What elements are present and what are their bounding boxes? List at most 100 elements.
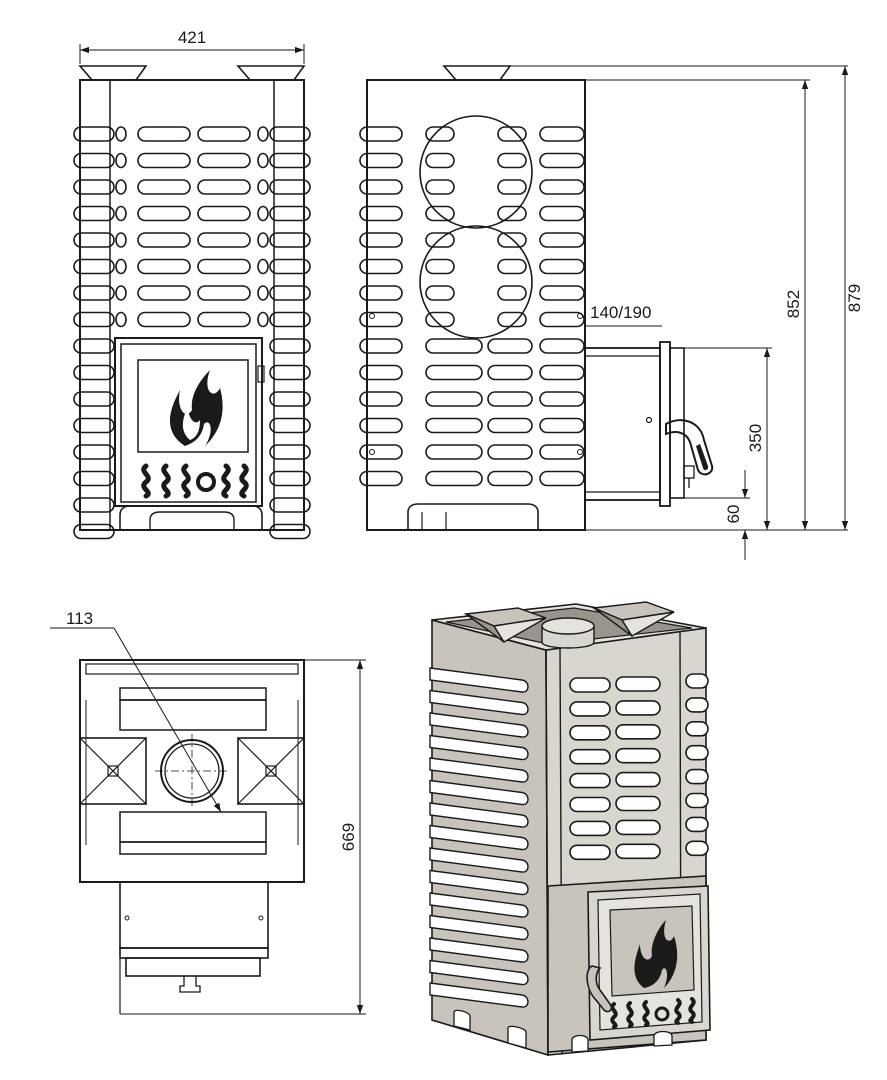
slot-cutout xyxy=(257,152,269,169)
slot-cutout xyxy=(569,724,611,741)
iso-slat xyxy=(429,847,529,873)
stone-tray-side xyxy=(442,65,512,81)
slot-cutout xyxy=(73,179,115,195)
fire-tunnel-side xyxy=(584,341,714,507)
slot-cutout xyxy=(257,205,269,222)
slot-cutout xyxy=(539,285,585,301)
iso-slat xyxy=(429,982,529,1008)
slot-cutout xyxy=(497,152,527,169)
slot-cutout xyxy=(269,258,311,275)
slot-cutout xyxy=(569,677,611,693)
iso-slat xyxy=(429,959,529,986)
slot-cutout xyxy=(197,232,251,248)
slot-cutout xyxy=(615,723,661,740)
slot-cutout xyxy=(115,205,127,222)
stone-tray-left xyxy=(78,65,148,81)
slot-cutout xyxy=(73,311,115,328)
slot-cutout xyxy=(569,748,611,765)
slot-cutout xyxy=(487,417,533,434)
width-dimension-label: 421 xyxy=(178,28,206,47)
slot-cutout xyxy=(539,444,585,460)
slot-cutout xyxy=(269,497,311,513)
stone-tray-right xyxy=(236,65,306,81)
iso-slat xyxy=(429,712,529,738)
slot-cutout xyxy=(539,470,585,487)
iso-slat xyxy=(429,914,529,941)
slot-cutout xyxy=(539,126,585,142)
slot-cutout xyxy=(487,444,533,460)
slot-cutout xyxy=(269,285,311,301)
stone-tray-iso-left xyxy=(463,607,547,643)
slot-cutout xyxy=(425,364,483,381)
slot-cutout xyxy=(269,152,311,169)
slot-cutout xyxy=(269,364,311,381)
slot-cutout xyxy=(425,391,483,407)
iso-slat xyxy=(429,779,529,806)
slot-cutout xyxy=(539,205,585,222)
slot-cutout xyxy=(137,152,191,169)
slot-cutout xyxy=(425,205,455,222)
slot-cutout xyxy=(115,232,127,248)
slot-cutout xyxy=(425,126,455,142)
slot-cutout xyxy=(257,179,269,195)
slot-cutout xyxy=(197,126,251,142)
slot-cutout xyxy=(539,179,585,195)
slot-cutout xyxy=(115,179,127,195)
slot-cutout xyxy=(73,258,115,275)
slot-cutout xyxy=(615,700,661,716)
slot-cutout xyxy=(569,796,611,813)
slot-cutout xyxy=(425,285,455,301)
door-offset-dimension-label: 140/190 xyxy=(590,303,651,322)
front-view: 421 xyxy=(73,28,311,540)
front-side-slots xyxy=(73,126,311,540)
slot-cutout xyxy=(359,126,403,142)
slot-cutout xyxy=(487,364,533,381)
total-height-dimension-label: 879 xyxy=(845,284,864,312)
slot-cutout xyxy=(685,673,709,689)
slot-cutout xyxy=(269,391,311,407)
slot-cutout xyxy=(685,697,709,713)
slot-cutout xyxy=(137,258,191,275)
slot-cutout xyxy=(359,152,403,169)
slot-cutout xyxy=(269,205,311,222)
slot-cutout xyxy=(115,285,127,301)
vent-slots-icon-iso xyxy=(610,997,696,1029)
slot-cutout xyxy=(685,816,709,833)
slot-cutout xyxy=(257,126,269,142)
top-view: 113 669 xyxy=(50,609,366,1015)
slot-cutout xyxy=(115,258,127,275)
iso-slat xyxy=(429,802,529,828)
slot-cutout xyxy=(269,179,311,195)
slot-cutout xyxy=(137,126,191,142)
body-height-dimension-label: 852 xyxy=(784,290,803,318)
slot-cutout xyxy=(137,205,191,222)
slot-cutout xyxy=(539,417,585,434)
slot-cutout xyxy=(257,285,269,301)
top-fire-tunnel xyxy=(119,881,269,949)
slot-cutout xyxy=(497,179,527,195)
slot-cutout xyxy=(197,179,251,195)
chimney-diameter-dimension-label: 113 xyxy=(66,609,93,628)
iso-slat xyxy=(429,937,529,963)
depth-dimension-label: 669 xyxy=(339,823,358,851)
slot-cutout xyxy=(115,152,127,169)
slot-cutout xyxy=(269,232,311,248)
slot-cutout xyxy=(73,523,115,540)
slot-cutout xyxy=(425,311,455,328)
iso-slat xyxy=(429,824,529,851)
slot-cutout xyxy=(615,843,661,860)
slot-cutout xyxy=(115,311,127,328)
slot-cutout xyxy=(269,417,311,434)
slot-cutout xyxy=(73,126,115,142)
front-center-slots xyxy=(115,126,269,328)
slot-cutout xyxy=(269,444,311,460)
slot-cutout xyxy=(497,232,527,248)
slot-cutout xyxy=(269,338,311,354)
slot-cutout xyxy=(269,311,311,328)
slot-cutout xyxy=(569,772,611,789)
slot-cutout xyxy=(497,311,527,328)
iso-slat xyxy=(429,892,529,918)
slot-cutout xyxy=(359,364,403,381)
iso-slat xyxy=(429,667,529,693)
